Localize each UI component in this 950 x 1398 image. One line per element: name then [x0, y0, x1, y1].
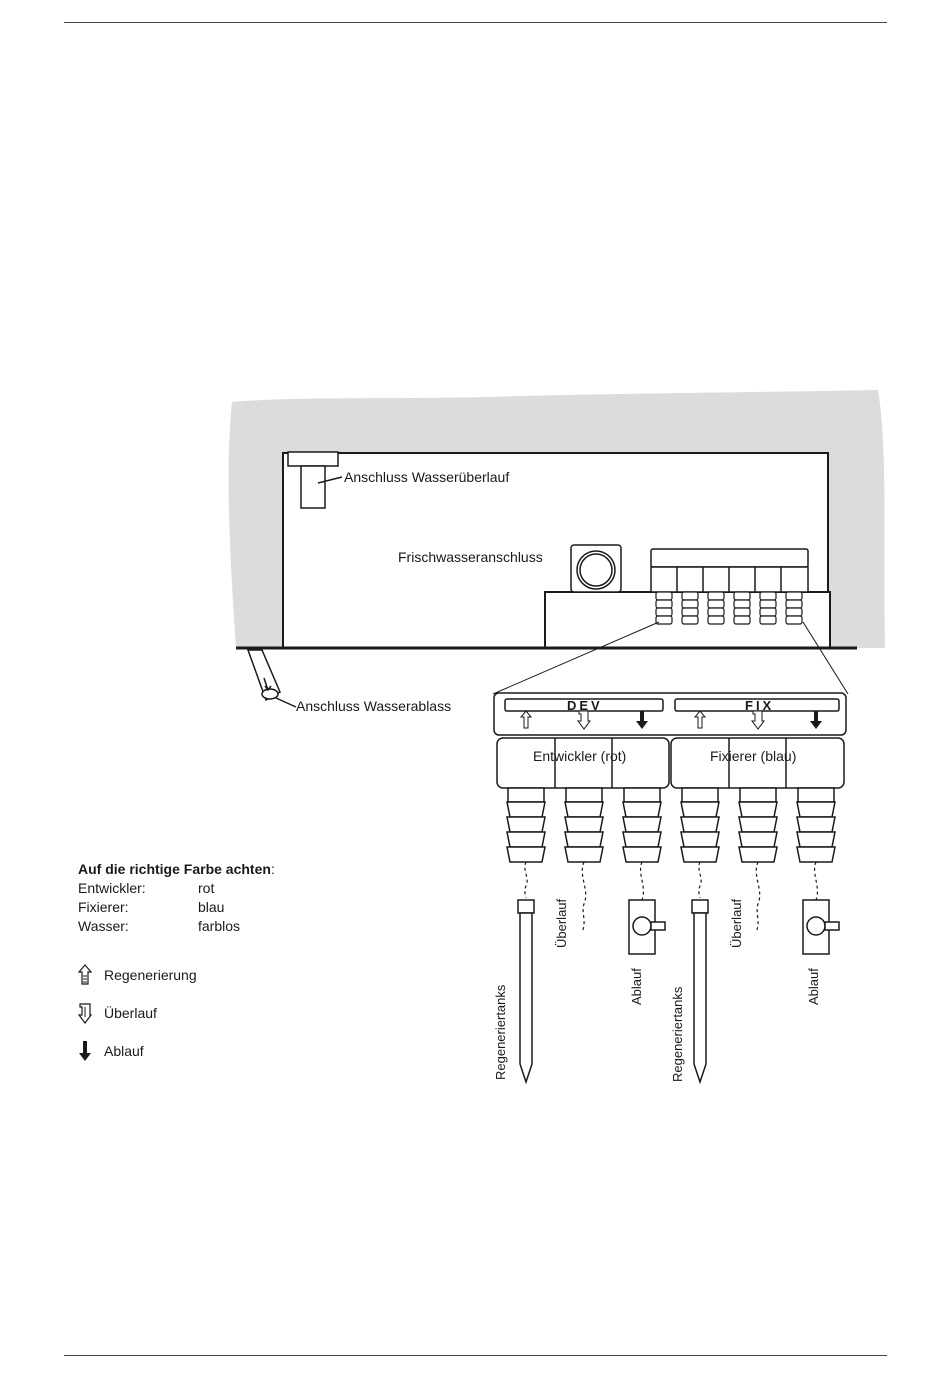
mini-nozzle	[734, 592, 750, 624]
drain-pipe	[248, 650, 296, 707]
enlarged-header	[494, 693, 846, 735]
mini-nozzle	[760, 592, 776, 624]
regen-tanks-label-1: Regeneriertanks	[493, 984, 508, 1080]
overflow-connection-label: Anschluss Wasserüberlauf	[344, 469, 509, 485]
drain-label-1: Ablauf	[629, 968, 644, 1005]
regen-tanks-label-2: Regeneriertanks	[670, 986, 685, 1082]
nozzle	[797, 788, 835, 862]
regeneration-arrow-icon	[78, 964, 92, 986]
legend-row: Fixierer:blau	[78, 898, 275, 917]
overflow-arrow-icon	[78, 1002, 92, 1024]
symbol-drain: Ablauf	[78, 1040, 144, 1062]
mini-nozzle	[786, 592, 802, 624]
enlarged-nozzles	[507, 788, 835, 862]
legend-row: Entwickler:rot	[78, 879, 275, 898]
overflow-label-1: Überlauf	[554, 898, 569, 948]
symbol-label: Regenerierung	[104, 967, 197, 983]
legend-key: Entwickler:	[78, 879, 198, 898]
drain-connection-label: Anschluss Wasserablass	[296, 698, 451, 714]
nozzle	[507, 788, 545, 862]
symbol-overflow: Überlauf	[78, 1002, 157, 1024]
legend-key: Wasser:	[78, 917, 198, 936]
nozzle	[623, 788, 661, 862]
legend-key: Fixierer:	[78, 898, 198, 917]
nozzle	[681, 788, 719, 862]
symbol-label: Überlauf	[104, 1005, 157, 1021]
mini-nozzle	[682, 592, 698, 624]
mini-nozzle	[708, 592, 724, 624]
developer-block-label: Entwickler (rot)	[533, 748, 626, 764]
symbol-regeneration: Regenerierung	[78, 964, 197, 986]
legend-title: Auf die richtige Farbe achten:	[78, 860, 275, 879]
nozzle	[565, 788, 603, 862]
symbol-label: Ablauf	[104, 1043, 144, 1059]
fresh-water-label: Frischwasseranschluss	[398, 549, 543, 565]
fixer-block-label: Fixierer (blau)	[710, 748, 796, 764]
color-legend: Auf die richtige Farbe achten: Entwickle…	[78, 860, 275, 936]
legend-value: rot	[198, 879, 214, 898]
drain-label-2: Ablauf	[806, 968, 821, 1005]
legend-title-text: Auf die richtige Farbe achten	[78, 861, 271, 877]
legend-value: farblos	[198, 917, 240, 936]
legend-title-suffix: :	[271, 861, 275, 877]
overflow-label-2: Überlauf	[729, 898, 744, 948]
nozzle	[739, 788, 777, 862]
legend-row: Wasser:farblos	[78, 917, 275, 936]
machine-connector-bank	[651, 549, 808, 592]
legend-value: blau	[198, 898, 224, 917]
fresh-water-connector	[571, 545, 621, 592]
mini-nozzle	[656, 592, 672, 624]
drain-arrow-icon	[78, 1040, 92, 1062]
